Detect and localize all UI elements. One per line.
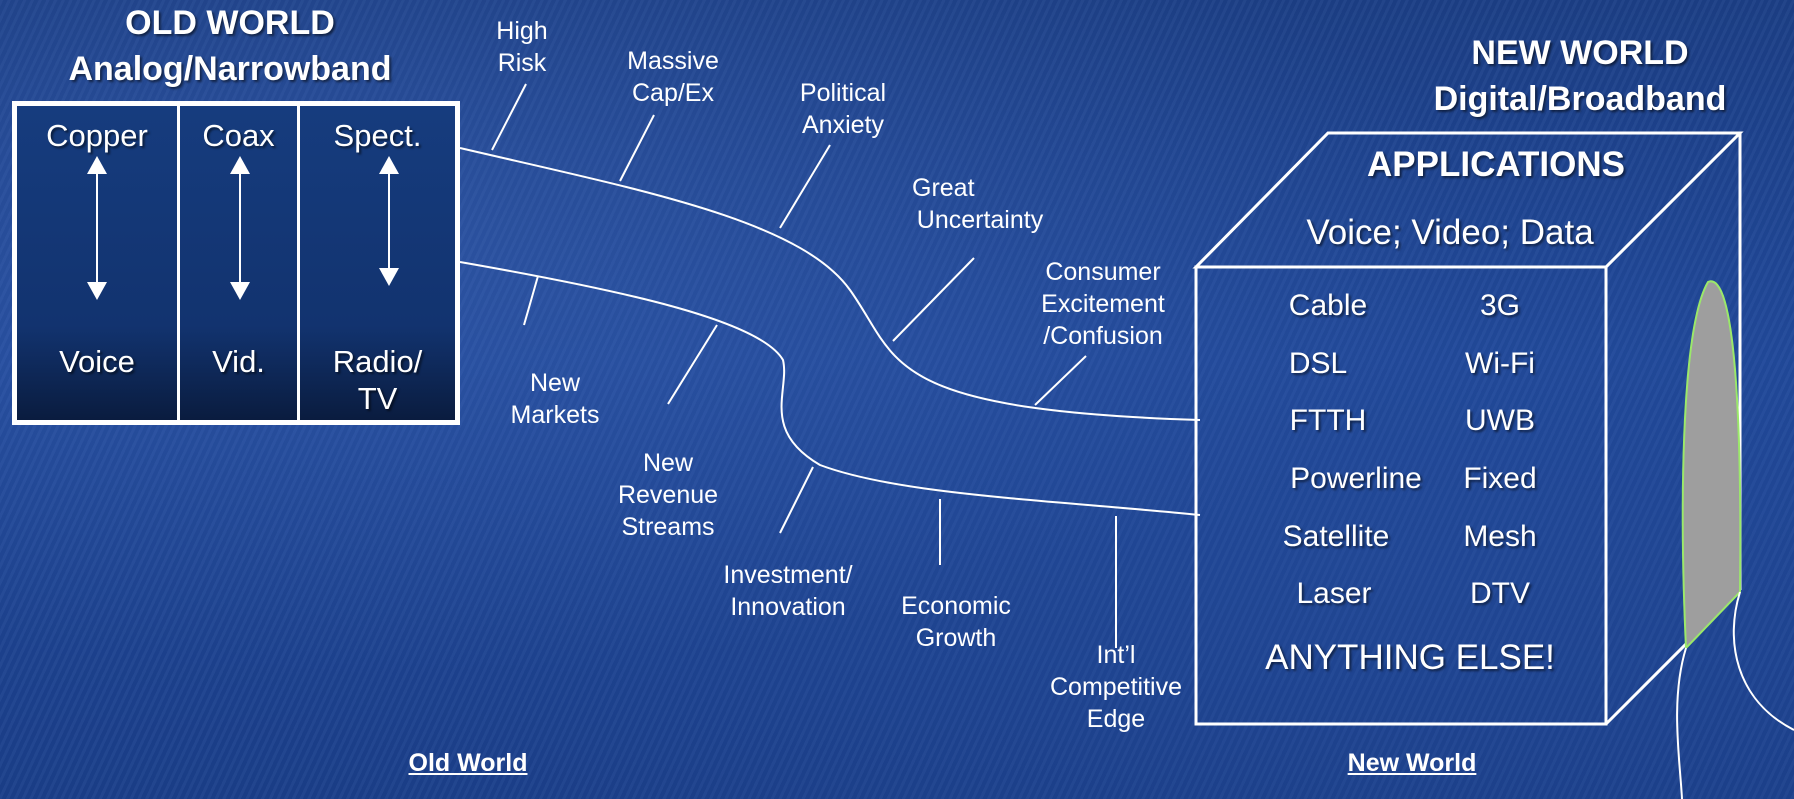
old-world-title-line2: Analog/Narrowband	[68, 50, 392, 88]
label-line: Markets	[510, 401, 600, 429]
label-line: Innovation	[730, 593, 846, 621]
label-new-revenue-streams: New Revenue Streams	[600, 447, 736, 543]
label-intl-competitive-edge: Int’l Competitive Edge	[1036, 639, 1196, 735]
label-line: Risk	[497, 49, 547, 77]
tech-laser: Laser	[1296, 577, 1372, 610]
tech-ftth: FTTH	[1289, 404, 1367, 437]
label-line: Massive	[627, 47, 719, 75]
old-world-title: OLD WORLD Analog/Narrowband	[20, 0, 440, 92]
tick-great-uncertainty	[892, 257, 975, 342]
services-text: Voice; Video; Data	[1306, 213, 1594, 252]
footer-new-world: New World	[1347, 749, 1477, 777]
upper-path-line	[459, 147, 1201, 421]
label-line: Excitement	[1041, 290, 1165, 318]
tech-cable: Cable	[1288, 289, 1368, 322]
label-line: Consumer	[1045, 258, 1161, 286]
label-line: /Confusion	[1043, 322, 1163, 350]
tick-high-risk	[491, 83, 527, 151]
tech-mesh: Mesh	[1463, 520, 1537, 553]
column-spectrum: Spect. Radio/ TV	[297, 106, 455, 420]
label-consumer-excitement: Consumer Excitement /Confusion	[1020, 256, 1186, 352]
tech-powerline: Powerline	[1290, 462, 1422, 495]
double-arrow-icon	[230, 156, 250, 300]
double-arrow-icon	[379, 156, 399, 286]
tick-political-anxiety	[779, 144, 831, 229]
label-line: Streams	[621, 513, 715, 541]
label-line: Edge	[1086, 705, 1146, 733]
label-line: Political	[799, 79, 887, 107]
label-economic-growth: Economic Growth	[880, 590, 1032, 654]
column-spectrum-bottom-line1: Radio/	[332, 344, 423, 379]
label-line: Investment/	[723, 561, 853, 589]
applications-heading: APPLICATIONS	[1367, 145, 1625, 184]
double-arrow-icon	[87, 156, 107, 300]
tech-uwb: UWB	[1465, 404, 1535, 437]
label-political-anxiety: Political Anxiety	[780, 77, 906, 141]
shield-shape	[1681, 280, 1742, 651]
column-spectrum-bottom-line2: TV	[357, 381, 398, 416]
tech-wifi: Wi-Fi	[1465, 347, 1535, 380]
label-line: Int’l	[1096, 641, 1136, 669]
label-line: Economic	[901, 592, 1011, 620]
label-line: Competitive	[1050, 673, 1182, 701]
tick-consumer-excitement	[1034, 355, 1087, 406]
column-spectrum-top: Spect.	[333, 118, 422, 153]
label-line: High	[496, 17, 548, 45]
label-great-uncertainty: Great Uncertainty	[900, 172, 1060, 236]
label-line: Growth	[915, 624, 997, 652]
shield-tail-line-1	[1676, 647, 1687, 799]
new-world-title-line2: Digital/Broadband	[1433, 80, 1727, 118]
new-world-title: NEW WORLD Digital/Broadband	[1400, 30, 1760, 122]
label-massive-capex: Massive Cap/Ex	[608, 45, 738, 109]
tick-new-markets	[523, 275, 539, 326]
old-world-title-line1: OLD WORLD	[125, 4, 335, 42]
lower-path-line	[459, 261, 1201, 516]
tech-3g: 3G	[1479, 289, 1521, 322]
label-line: Revenue	[617, 481, 719, 509]
tech-dtv: DTV	[1470, 577, 1530, 610]
old-world-box: Copper Voice Coax Vid. Spect. Radio/ TV	[12, 101, 460, 425]
column-spectrum-bottom: Radio/ TV	[300, 343, 455, 417]
column-coax-bottom: Vid.	[212, 344, 265, 379]
tick-new-revenue	[667, 324, 718, 405]
column-copper: Copper Voice	[17, 106, 177, 420]
column-copper-bottom: Voice	[59, 344, 135, 379]
label-line: Uncertainty	[916, 206, 1044, 234]
label-line: Anxiety	[802, 111, 884, 139]
label-line: Great	[912, 174, 975, 202]
label-new-markets: New Markets	[495, 367, 615, 431]
label-line: Cap/Ex	[632, 79, 714, 107]
tick-investment	[779, 466, 814, 534]
footer-old-world: Old World	[408, 749, 528, 777]
label-line: New	[642, 449, 693, 477]
shield-tail-line-2	[1732, 591, 1794, 731]
column-coax-top: Coax	[202, 118, 275, 153]
label-line: New	[529, 369, 580, 397]
label-high-risk: High Risk	[480, 15, 564, 79]
column-coax: Coax Vid.	[177, 106, 297, 420]
tick-massive-capex	[619, 114, 655, 182]
tech-dsl: DSL	[1288, 347, 1348, 380]
tech-satellite: Satellite	[1282, 520, 1390, 553]
label-investment-innovation: Investment/ Innovation	[708, 559, 868, 623]
tech-fixed: Fixed	[1463, 462, 1537, 495]
anything-else-text: ANYTHING ELSE!	[1265, 638, 1555, 677]
column-copper-top: Copper	[46, 118, 148, 153]
new-world-title-line1: NEW WORLD	[1471, 34, 1689, 72]
cube-front-face	[1194, 265, 1608, 726]
